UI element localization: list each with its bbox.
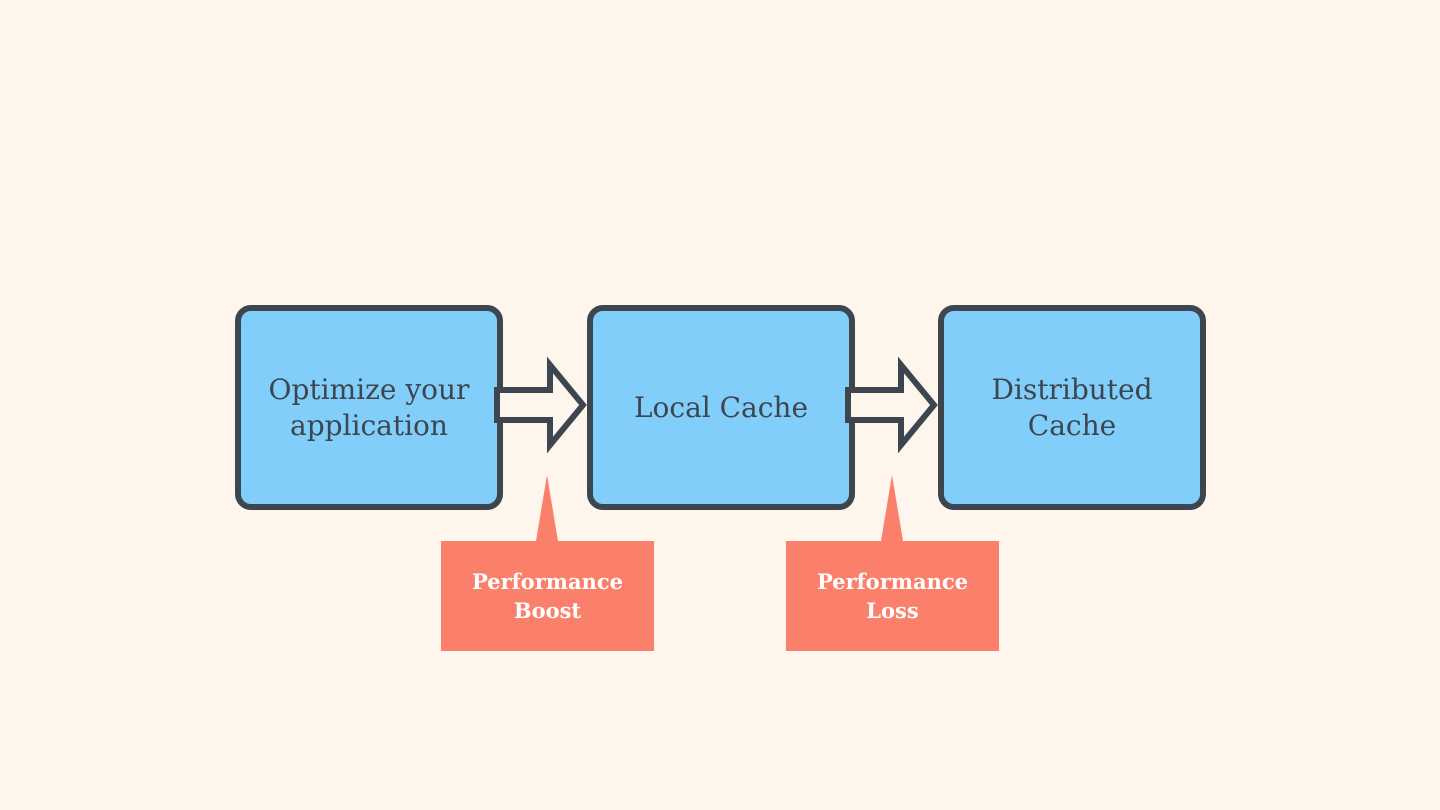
- callout-shape: [441, 475, 654, 651]
- callout-performance-boost: Performance Boost: [441, 475, 654, 651]
- right-arrow-icon: [494, 356, 587, 454]
- callout-performance-loss: Performance Loss: [786, 475, 999, 651]
- node-distributed-cache: Distributed Cache: [938, 305, 1206, 510]
- right-arrow-icon: [845, 356, 938, 454]
- node-label: Local Cache: [633, 390, 809, 424]
- node-optimize-application: Optimize your application: [235, 305, 503, 510]
- callout-shape: [786, 475, 999, 651]
- node-label: Distributed Cache: [991, 372, 1153, 442]
- callout-label: Performance Loss: [817, 569, 968, 623]
- node-label: Optimize your application: [268, 372, 470, 442]
- node-local-cache: Local Cache: [587, 305, 855, 510]
- callout-label: Performance Boost: [472, 569, 623, 623]
